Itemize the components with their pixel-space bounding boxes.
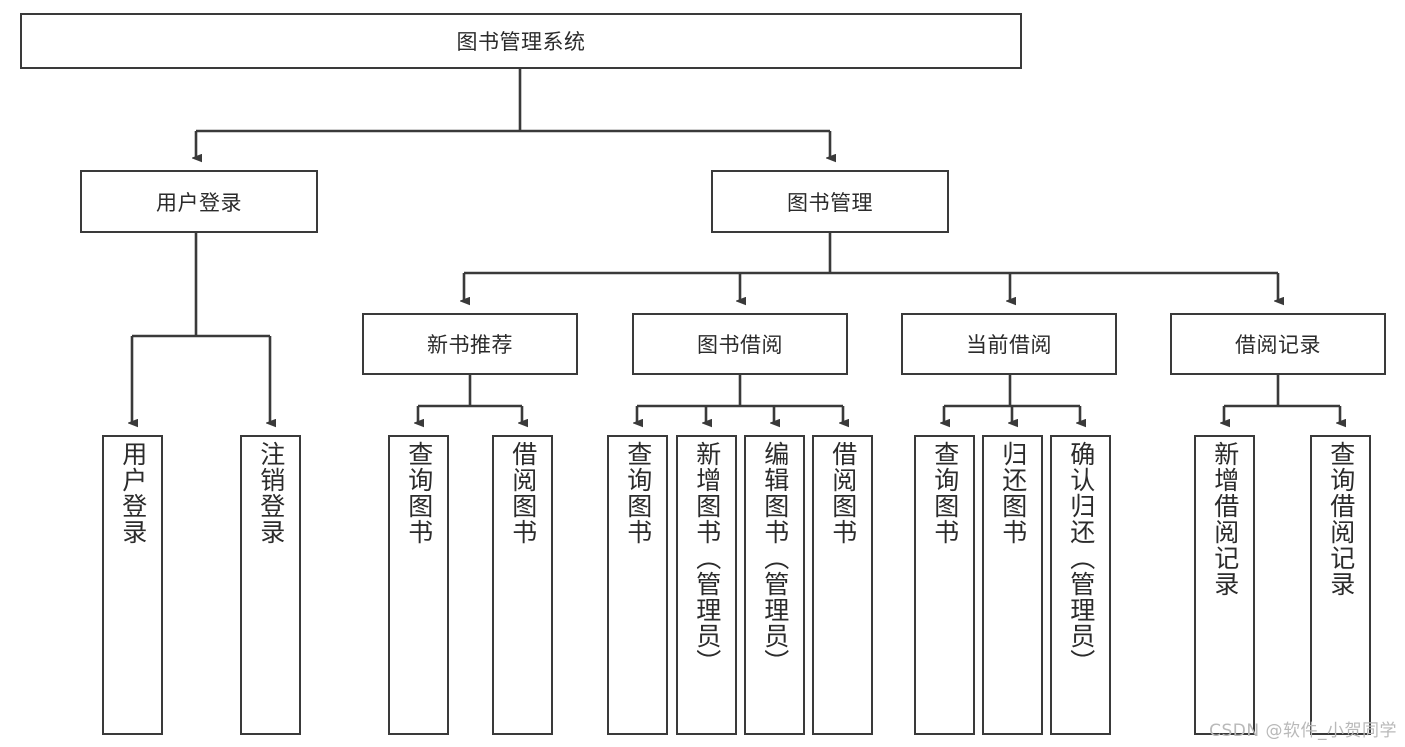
leaf-user-login-user-login[interactable]: 用户登录 — [102, 435, 163, 735]
node-current-borrow[interactable]: 当前借阅 — [901, 313, 1117, 375]
leaf-label: 查询借阅记录 — [1326, 441, 1356, 597]
leaf-new-book-borrow-book[interactable]: 借阅图书 — [492, 435, 553, 735]
leaf-book-borrow-borrow-book[interactable]: 借阅图书 — [812, 435, 873, 735]
leaf-label: 查询图书 — [623, 441, 653, 545]
node-book-borrow[interactable]: 图书借阅 — [632, 313, 848, 375]
node-label: 当前借阅 — [966, 333, 1052, 357]
leaf-label: 新增借阅记录 — [1210, 441, 1240, 597]
node-book-management[interactable]: 图书管理 — [711, 170, 949, 233]
leaf-label: 确认归还（管理员） — [1066, 441, 1096, 675]
node-label: 图书管理 — [787, 190, 873, 215]
leaf-label: 查询图书 — [930, 441, 960, 545]
node-label: 新书推荐 — [427, 333, 513, 357]
node-label: 图书管理系统 — [456, 30, 586, 54]
leaf-current-borrow-query-book[interactable]: 查询图书 — [914, 435, 975, 735]
leaf-label: 查询图书 — [404, 441, 434, 545]
leaf-label: 新增图书（管理员） — [692, 441, 722, 675]
node-new-book-recommend[interactable]: 新书推荐 — [362, 313, 578, 375]
node-label: 图书借阅 — [697, 333, 783, 357]
leaf-borrow-record-add-record[interactable]: 新增借阅记录 — [1194, 435, 1255, 735]
leaf-current-borrow-return-book[interactable]: 归还图书 — [982, 435, 1043, 735]
leaf-label: 借阅图书 — [828, 441, 858, 545]
leaf-book-borrow-add-book-admin[interactable]: 新增图书（管理员） — [676, 435, 737, 735]
csdn-watermark: CSDN @软件_小贺同学 — [1209, 721, 1397, 741]
node-user-login[interactable]: 用户登录 — [80, 170, 318, 233]
node-borrow-record[interactable]: 借阅记录 — [1170, 313, 1386, 375]
leaf-label: 编辑图书（管理员） — [760, 441, 790, 675]
leaf-label: 注销登录 — [256, 441, 286, 545]
leaf-borrow-record-query-record[interactable]: 查询借阅记录 — [1310, 435, 1371, 735]
leaf-book-borrow-query-book[interactable]: 查询图书 — [607, 435, 668, 735]
leaf-label: 借阅图书 — [508, 441, 538, 545]
leaf-user-login-logout[interactable]: 注销登录 — [240, 435, 301, 735]
leaf-book-borrow-edit-book-admin[interactable]: 编辑图书（管理员） — [744, 435, 805, 735]
node-label: 借阅记录 — [1235, 333, 1321, 357]
node-root-book-management-system[interactable]: 图书管理系统 — [20, 13, 1022, 69]
leaf-label: 用户登录 — [118, 441, 148, 545]
leaf-current-borrow-confirm-return-admin[interactable]: 确认归还（管理员） — [1050, 435, 1111, 735]
leaf-label: 归还图书 — [998, 441, 1028, 545]
leaf-new-book-query-book[interactable]: 查询图书 — [388, 435, 449, 735]
node-label: 用户登录 — [156, 190, 242, 215]
